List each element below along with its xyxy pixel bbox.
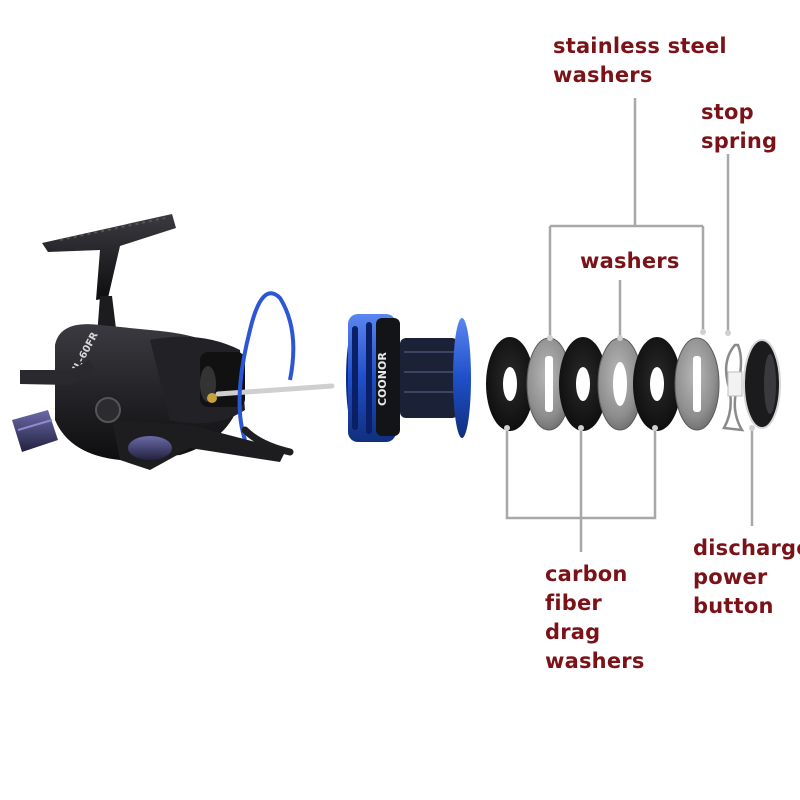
steel-washer-2-hole <box>613 362 627 406</box>
label-line: washers <box>580 249 680 273</box>
stop-spring-clip <box>727 371 743 397</box>
carbon-washer-3 <box>633 337 681 431</box>
carbon-washer-2 <box>559 337 607 431</box>
carbon-washer-3-hole <box>650 367 664 401</box>
reel-gear-hub <box>95 397 121 423</box>
spool-line-arbor <box>400 338 458 418</box>
label-line: stainless steel <box>553 34 727 58</box>
carbon-washer-2-hole <box>576 367 590 401</box>
label-line: discharge <box>693 536 800 560</box>
label-line: washers <box>545 649 645 673</box>
label-washers: washers <box>580 247 680 276</box>
reel-gold-accent <box>207 393 217 403</box>
spool-skirt-slot-1 <box>352 326 358 430</box>
discharge-button-highlight <box>764 354 776 414</box>
reel-lower-purple-cap <box>128 436 172 460</box>
steel-washer-3 <box>674 337 720 431</box>
reel-rear-knob-ridges <box>17 419 53 431</box>
carbon-washer-1-hole <box>503 367 517 401</box>
label-line: fiber <box>545 591 602 615</box>
steel-washer-1-hole <box>545 356 553 412</box>
label-stainless-steel-washers: stainless steel washers <box>553 32 727 90</box>
leader-stainless-steel-washers <box>548 98 705 336</box>
label-line: power <box>693 565 768 589</box>
label-line: button <box>693 594 774 618</box>
stop-spring <box>722 343 745 432</box>
spool-black-band <box>376 318 400 436</box>
reel-bail-wire <box>237 291 296 441</box>
leader-lines <box>505 98 754 552</box>
washer-stack <box>486 337 781 432</box>
spool-skirt-slot-2 <box>366 322 372 434</box>
leader-carbon-fiber-washers <box>505 430 657 552</box>
spool-brand-marking: COONOR <box>376 352 389 406</box>
label-line: stop <box>701 100 754 124</box>
steel-washer-3-hole <box>693 356 701 412</box>
label-discharge-power-button: discharge power button <box>693 534 800 621</box>
spool-front-lip <box>453 318 471 438</box>
label-line: spring <box>701 129 778 153</box>
reel-main-shaft <box>215 383 335 397</box>
reel-foot <box>20 360 95 385</box>
label-line: carbon <box>545 562 628 586</box>
spool: COONOR <box>346 314 471 442</box>
reel-rear-drag-knob <box>12 410 58 452</box>
label-line: drag <box>545 620 601 644</box>
leader-endpoints <box>504 329 755 431</box>
carbon-washer-1 <box>486 337 534 431</box>
fishing-reel: JL-60FR <box>12 214 335 470</box>
label-carbon-fiber-drag-washers: carbon fiber drag washers <box>545 560 645 676</box>
reel-handle-arm <box>42 214 176 300</box>
label-stop-spring: stop spring <box>701 98 777 156</box>
label-line: washers <box>553 63 653 87</box>
